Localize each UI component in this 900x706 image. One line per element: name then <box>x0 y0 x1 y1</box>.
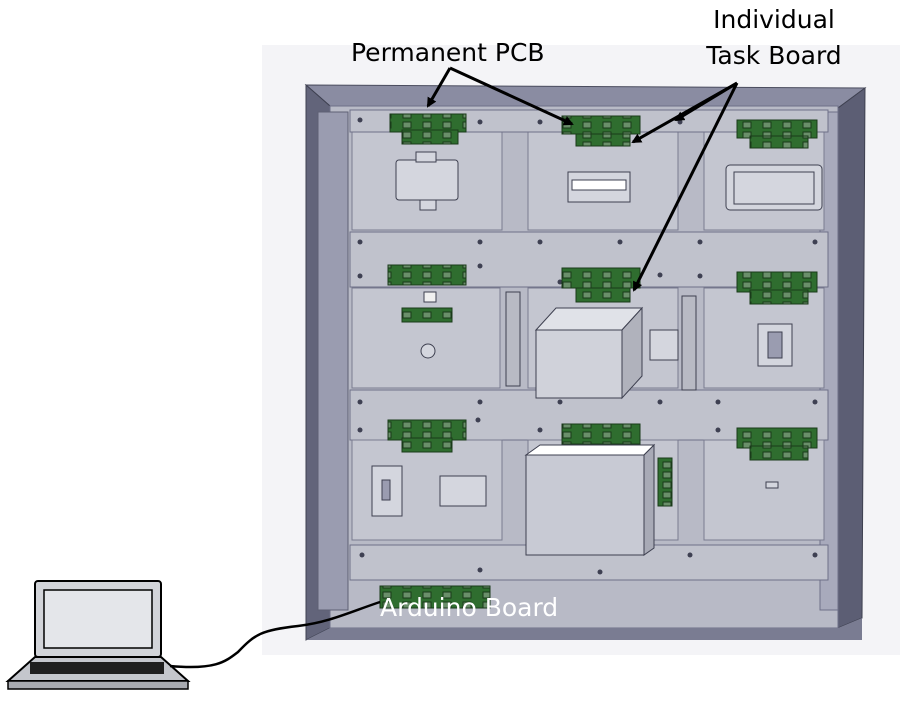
pcb-icon <box>389 113 467 133</box>
individual-task-board-label-line1: Individual <box>713 5 835 34</box>
laptop-icon <box>5 580 191 690</box>
usb-cable <box>169 600 381 669</box>
permanent-pcb-label: Permanent PCB <box>351 38 545 67</box>
task-devices <box>371 151 823 556</box>
callout-arrows <box>426 66 739 292</box>
arrow-icon <box>426 67 452 108</box>
individual-task-board-label-line2: Task Board <box>706 41 842 70</box>
pcb-boards <box>379 113 818 609</box>
arduino-board-label: Arduino Board <box>380 593 559 622</box>
